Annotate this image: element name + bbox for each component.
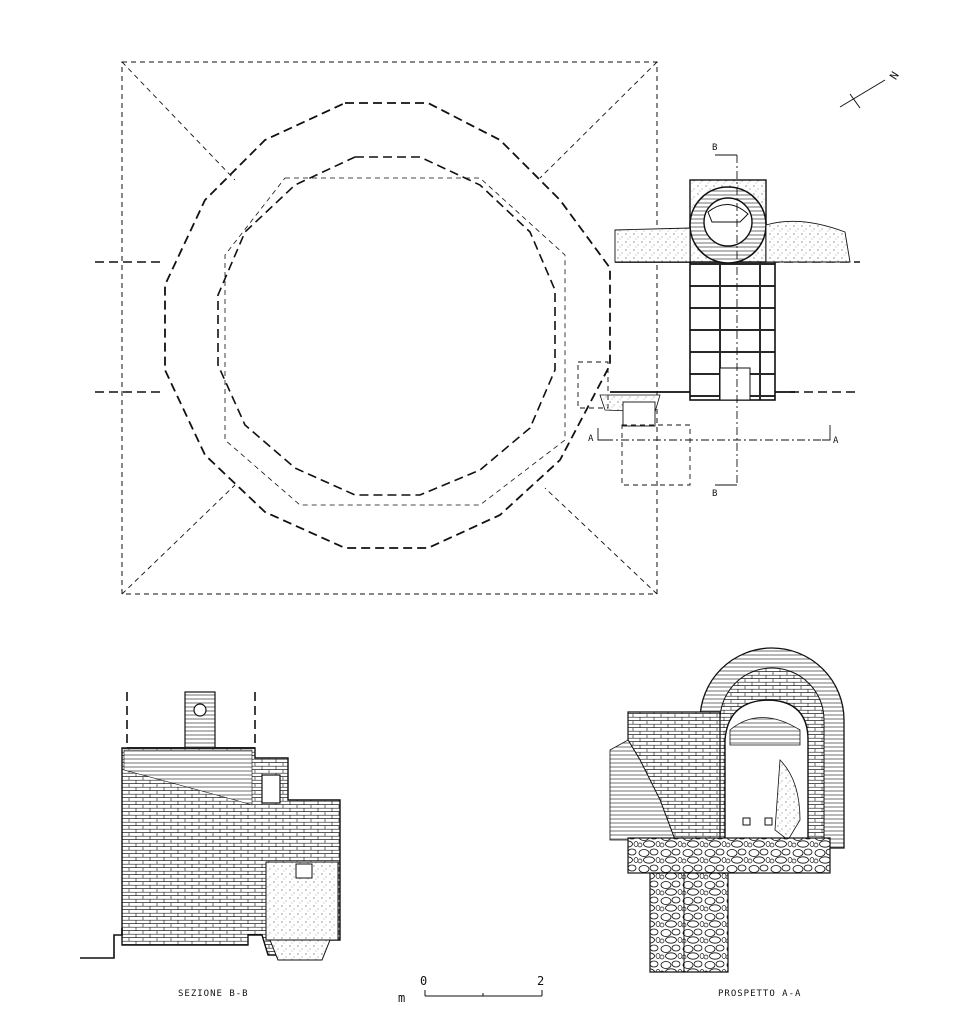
section-line-b	[715, 154, 738, 486]
plan-pier-niche	[719, 367, 751, 401]
elevation-rubble-base	[627, 837, 831, 874]
section-line-a	[597, 425, 831, 441]
section-a-left-label: A	[588, 434, 594, 444]
section-b-top-label: B	[712, 143, 718, 153]
plan-rubble-left	[614, 227, 691, 263]
plan-inner-octagon	[217, 156, 556, 496]
scale-bar	[424, 990, 543, 997]
scale-end: 2	[537, 974, 544, 988]
section-b-b-drawing	[80, 691, 341, 961]
plan-well-fragment	[707, 204, 749, 223]
plan-rubble-right	[765, 220, 851, 263]
plan-small-box	[577, 361, 609, 409]
plan-step	[622, 401, 656, 427]
scale-start: 0	[420, 974, 427, 988]
elevation-title: PROSPETTO A-A	[718, 989, 801, 999]
section-window	[261, 774, 281, 804]
north-arrow	[839, 79, 886, 109]
section-title: SEZIONE B-B	[178, 989, 249, 999]
section-b-bottom-label: B	[712, 489, 718, 499]
north-label: N	[887, 69, 902, 82]
section-shaft-top	[184, 691, 216, 749]
plan-inner-square	[224, 177, 566, 506]
plan-outer-square	[121, 61, 658, 595]
plan-outer-octagon	[164, 102, 611, 549]
elevation-a-a-drawing	[609, 647, 845, 973]
section-a-right-label: A	[833, 436, 839, 446]
plan-view	[95, 61, 886, 595]
scale-unit: m	[398, 991, 405, 1005]
plan-foundation	[621, 424, 691, 486]
plan-diagonals	[121, 61, 658, 595]
